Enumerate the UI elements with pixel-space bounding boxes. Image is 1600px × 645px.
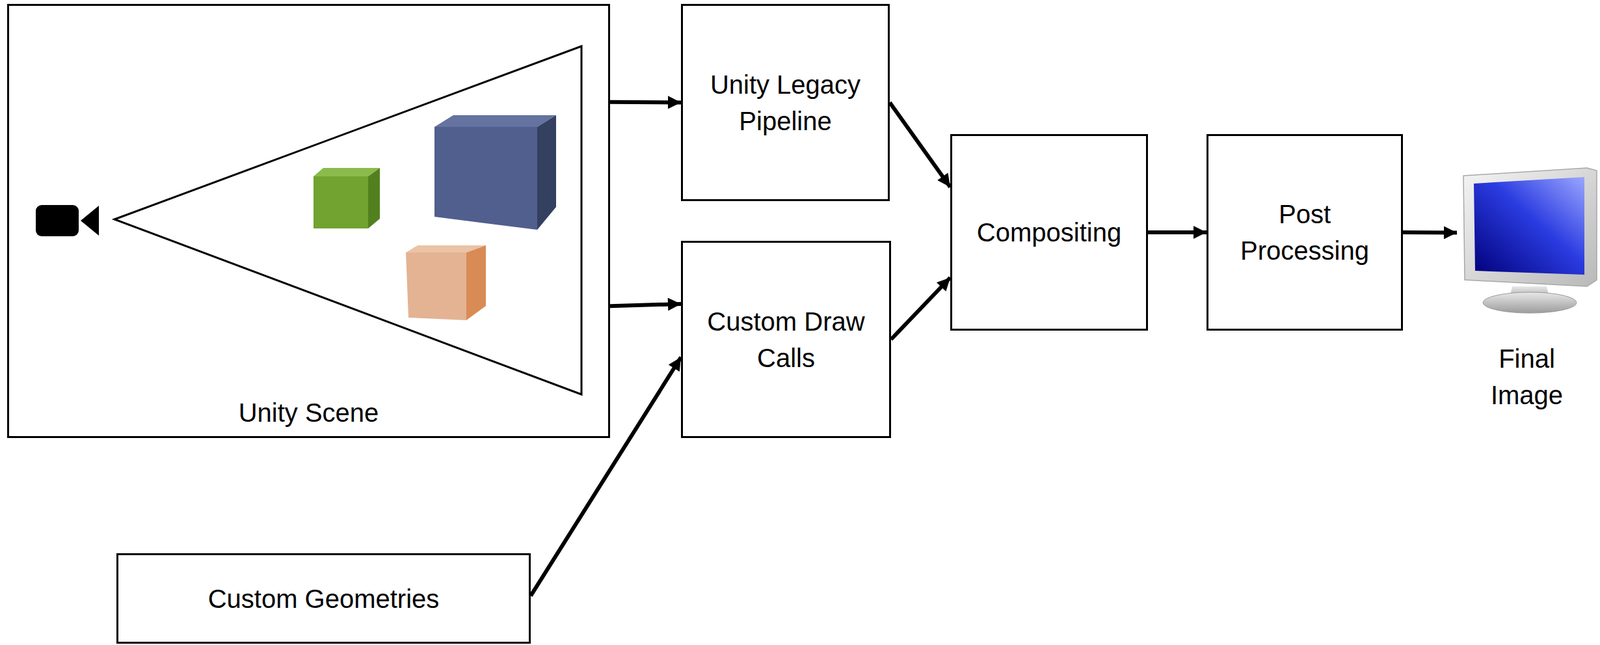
box-label: Compositing	[976, 213, 1122, 251]
process-box: Custom Geometries	[116, 552, 531, 644]
camera-icon	[35, 204, 99, 237]
output-display: Final Image	[1456, 165, 1597, 414]
monitor-icon	[1463, 167, 1597, 313]
process-box: Compositing	[950, 133, 1148, 331]
flow-arrow	[610, 100, 681, 105]
box-label: Unity Legacy Pipeline	[690, 66, 880, 140]
box-label: Unity Scene	[238, 394, 380, 431]
box-label: Post Processing	[1216, 195, 1394, 269]
blue-cube	[434, 115, 557, 230]
box-label: Final Image	[1478, 340, 1576, 414]
process-box: Post Processing	[1206, 133, 1403, 331]
flow-arrow	[530, 357, 681, 596]
flow-arrow	[1402, 230, 1457, 235]
flow-arrow	[1147, 230, 1207, 235]
camera-frustum	[114, 46, 582, 395]
process-box: Unity Legacy Pipeline	[680, 3, 890, 201]
box-label: Custom Draw Calls	[690, 303, 882, 376]
flow-arrow	[889, 102, 951, 188]
flow-arrow	[891, 277, 951, 339]
orange-cube	[405, 245, 486, 320]
process-box: Custom Draw Calls	[680, 240, 892, 438]
process-box: Unity Scene	[7, 3, 611, 438]
green-cube	[313, 167, 380, 229]
flow-arrow	[610, 303, 681, 306]
box-label: Custom Geometries	[208, 580, 440, 617]
